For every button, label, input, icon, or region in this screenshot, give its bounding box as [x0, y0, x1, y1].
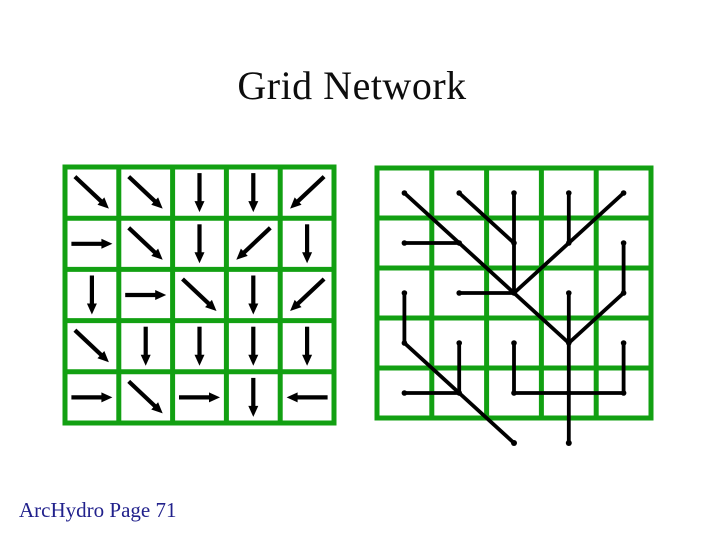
- flow-arrowhead-se: [97, 197, 109, 209]
- flow-arrow-se: [181, 277, 212, 307]
- flow-arrowhead-w: [286, 392, 298, 403]
- network-edge: [403, 191, 461, 245]
- network-node: [620, 290, 627, 296]
- footer-page-label: ArcHydro Page 71: [19, 498, 177, 522]
- flow-arrowhead-s: [140, 354, 151, 366]
- flow-arrow-se: [127, 175, 158, 204]
- network-node: [401, 240, 408, 246]
- network-node: [456, 390, 463, 396]
- flow-arrowhead-e: [155, 290, 167, 300]
- network-edge: [567, 291, 625, 345]
- network-node: [620, 340, 627, 346]
- flow-arrow-se: [127, 226, 158, 256]
- network-node: [401, 390, 408, 396]
- flow-arrowhead-se: [205, 299, 217, 311]
- flow-arrow-se: [127, 379, 158, 409]
- flow-arrowhead-s: [302, 252, 313, 264]
- flow-arrowhead-s: [248, 303, 259, 315]
- network-outlet-node: [565, 440, 572, 446]
- network-node: [456, 290, 463, 296]
- network-node: [620, 190, 627, 196]
- network-edge: [403, 341, 461, 395]
- flow-arrowhead-e: [101, 238, 113, 249]
- flow-arrowhead-se: [151, 197, 163, 209]
- flow-arrowhead-sw: [290, 197, 302, 209]
- network-node: [566, 290, 572, 296]
- network-edge: [512, 291, 571, 345]
- slide-title: Grid Network: [237, 63, 467, 108]
- network-edge: [457, 391, 516, 445]
- network-node: [620, 390, 627, 396]
- flow-arrowhead-s: [194, 354, 205, 366]
- flow-arrowhead-s: [194, 252, 205, 264]
- network-node: [511, 340, 517, 346]
- network-node: [456, 190, 463, 196]
- network-node: [401, 190, 408, 196]
- network-node: [511, 190, 517, 196]
- flow-arrowhead-s: [302, 354, 313, 366]
- flow-arrowhead-s: [194, 201, 205, 213]
- flow-arrowhead-e: [209, 392, 220, 403]
- network-node: [511, 290, 517, 296]
- flow-arrowhead-se: [97, 351, 109, 363]
- network-node: [566, 190, 572, 196]
- flow-arrowhead-e: [101, 392, 113, 403]
- flow-arrowhead-s: [248, 354, 259, 366]
- network-node: [401, 290, 408, 296]
- network-node: [620, 240, 627, 246]
- network-edge: [512, 241, 571, 295]
- flow-arrowhead-se: [151, 248, 163, 260]
- flow-arrow-sw: [295, 175, 326, 204]
- flow-arrowhead-sw: [290, 299, 302, 311]
- network-edge: [457, 241, 516, 295]
- network-edge: [567, 191, 625, 245]
- network-node: [456, 340, 463, 346]
- network-node: [566, 390, 572, 396]
- flow-arrow-se: [73, 175, 104, 204]
- network-node: [566, 240, 572, 246]
- network-node: [456, 240, 463, 246]
- network-node: [511, 390, 517, 396]
- flow-arrowhead-s: [248, 405, 259, 417]
- flow-arrowhead-s: [248, 201, 259, 213]
- flow-arrowhead-sw: [236, 248, 248, 260]
- flow-arrowhead-s: [86, 303, 97, 315]
- flow-arrow-sw: [295, 277, 326, 307]
- network-edge: [457, 191, 516, 245]
- network-node: [401, 340, 408, 346]
- flow-arrow-sw: [241, 226, 272, 256]
- flow-arrowhead-se: [151, 402, 163, 414]
- network-node: [566, 340, 572, 346]
- flow-arrow-se: [73, 328, 104, 358]
- network-outlet-node: [511, 440, 517, 446]
- network-node: [511, 240, 517, 246]
